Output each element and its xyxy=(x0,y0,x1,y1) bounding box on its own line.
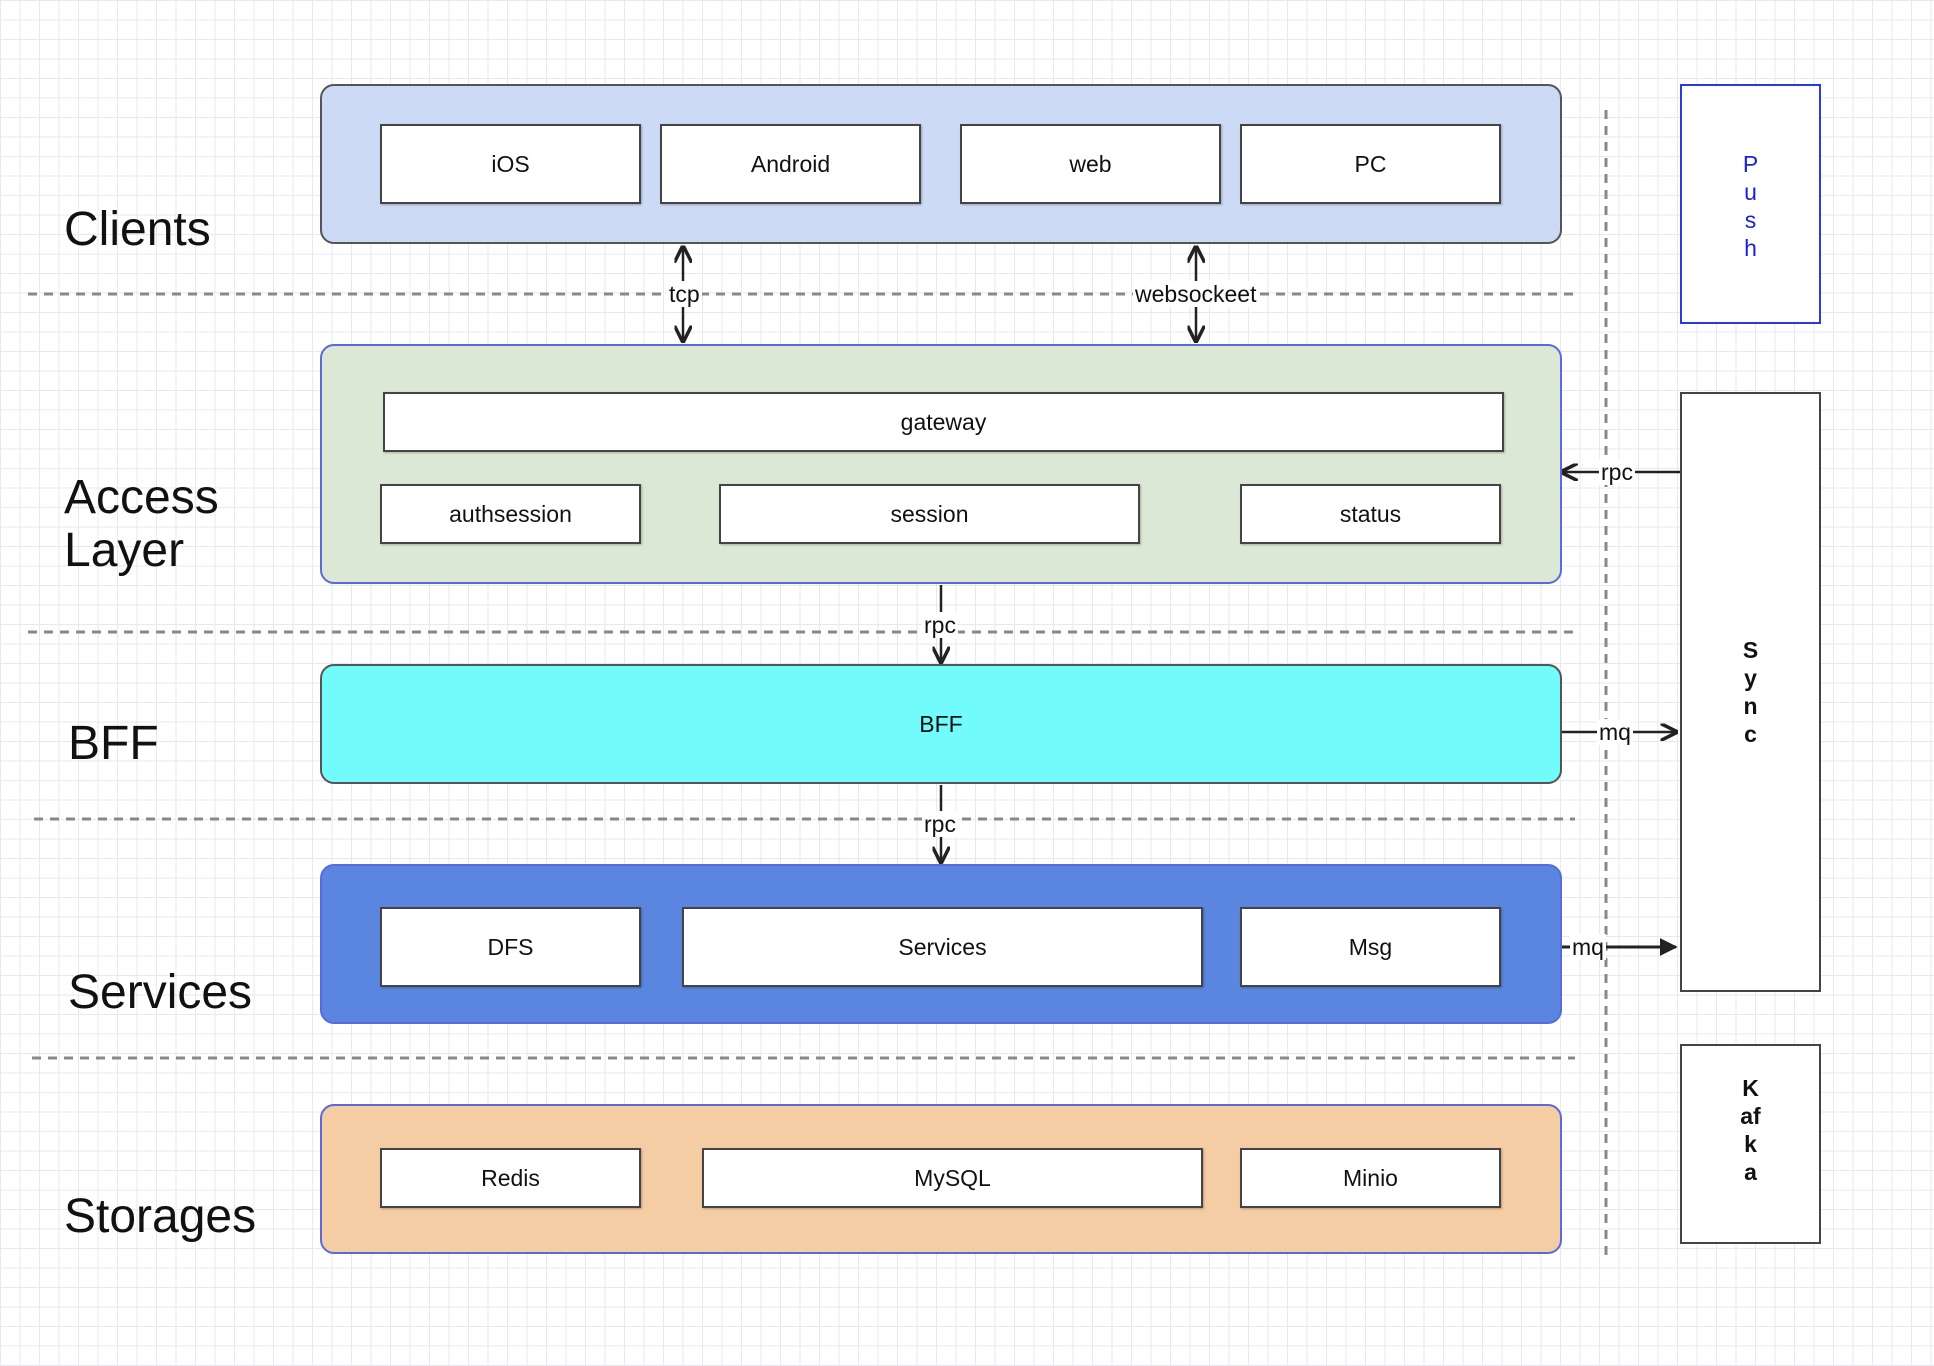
bff-services-rpc-label: rpc xyxy=(922,811,958,837)
push-box[interactable]: Push xyxy=(1680,84,1821,324)
bff-mq-label: mq xyxy=(1597,719,1633,745)
storage-redis[interactable]: Redis xyxy=(380,1148,641,1208)
tcp-label: tcp xyxy=(667,281,702,307)
service-services[interactable]: Services xyxy=(682,907,1203,987)
kafka-box[interactable]: Kafka xyxy=(1680,1044,1821,1244)
sync-rpc-label: rpc xyxy=(1599,459,1635,485)
kafka-label: Kafka xyxy=(1740,1075,1761,1185)
service-dfs[interactable]: DFS xyxy=(380,907,641,987)
msg-mq-label: mq xyxy=(1570,934,1606,960)
layer-label-services: Services xyxy=(68,966,253,1019)
push-label: Push xyxy=(1742,151,1759,261)
client-pc[interactable]: PC xyxy=(1240,124,1501,204)
client-web[interactable]: web xyxy=(960,124,1221,204)
layer-label-access: Access Layer xyxy=(64,471,219,577)
layer-label-clients: Clients xyxy=(64,203,211,256)
access-layer-container xyxy=(320,344,1562,584)
sync-label: Sync xyxy=(1742,637,1759,747)
session-box[interactable]: session xyxy=(719,484,1140,544)
sync-box[interactable]: Sync xyxy=(1680,392,1821,992)
status-box[interactable]: status xyxy=(1240,484,1501,544)
storage-minio[interactable]: Minio xyxy=(1240,1148,1501,1208)
storage-mysql[interactable]: MySQL xyxy=(702,1148,1203,1208)
authsession-box[interactable]: authsession xyxy=(380,484,641,544)
bff-container[interactable]: BFF xyxy=(320,664,1562,784)
client-ios[interactable]: iOS xyxy=(380,124,641,204)
service-msg[interactable]: Msg xyxy=(1240,907,1501,987)
access-bff-rpc-label: rpc xyxy=(922,612,958,638)
gateway-box[interactable]: gateway xyxy=(383,392,1504,452)
layer-label-bff: BFF xyxy=(68,717,159,770)
client-android[interactable]: Android xyxy=(660,124,921,204)
layer-label-storages: Storages xyxy=(64,1190,257,1243)
websocket-label: websockeet xyxy=(1133,281,1259,307)
